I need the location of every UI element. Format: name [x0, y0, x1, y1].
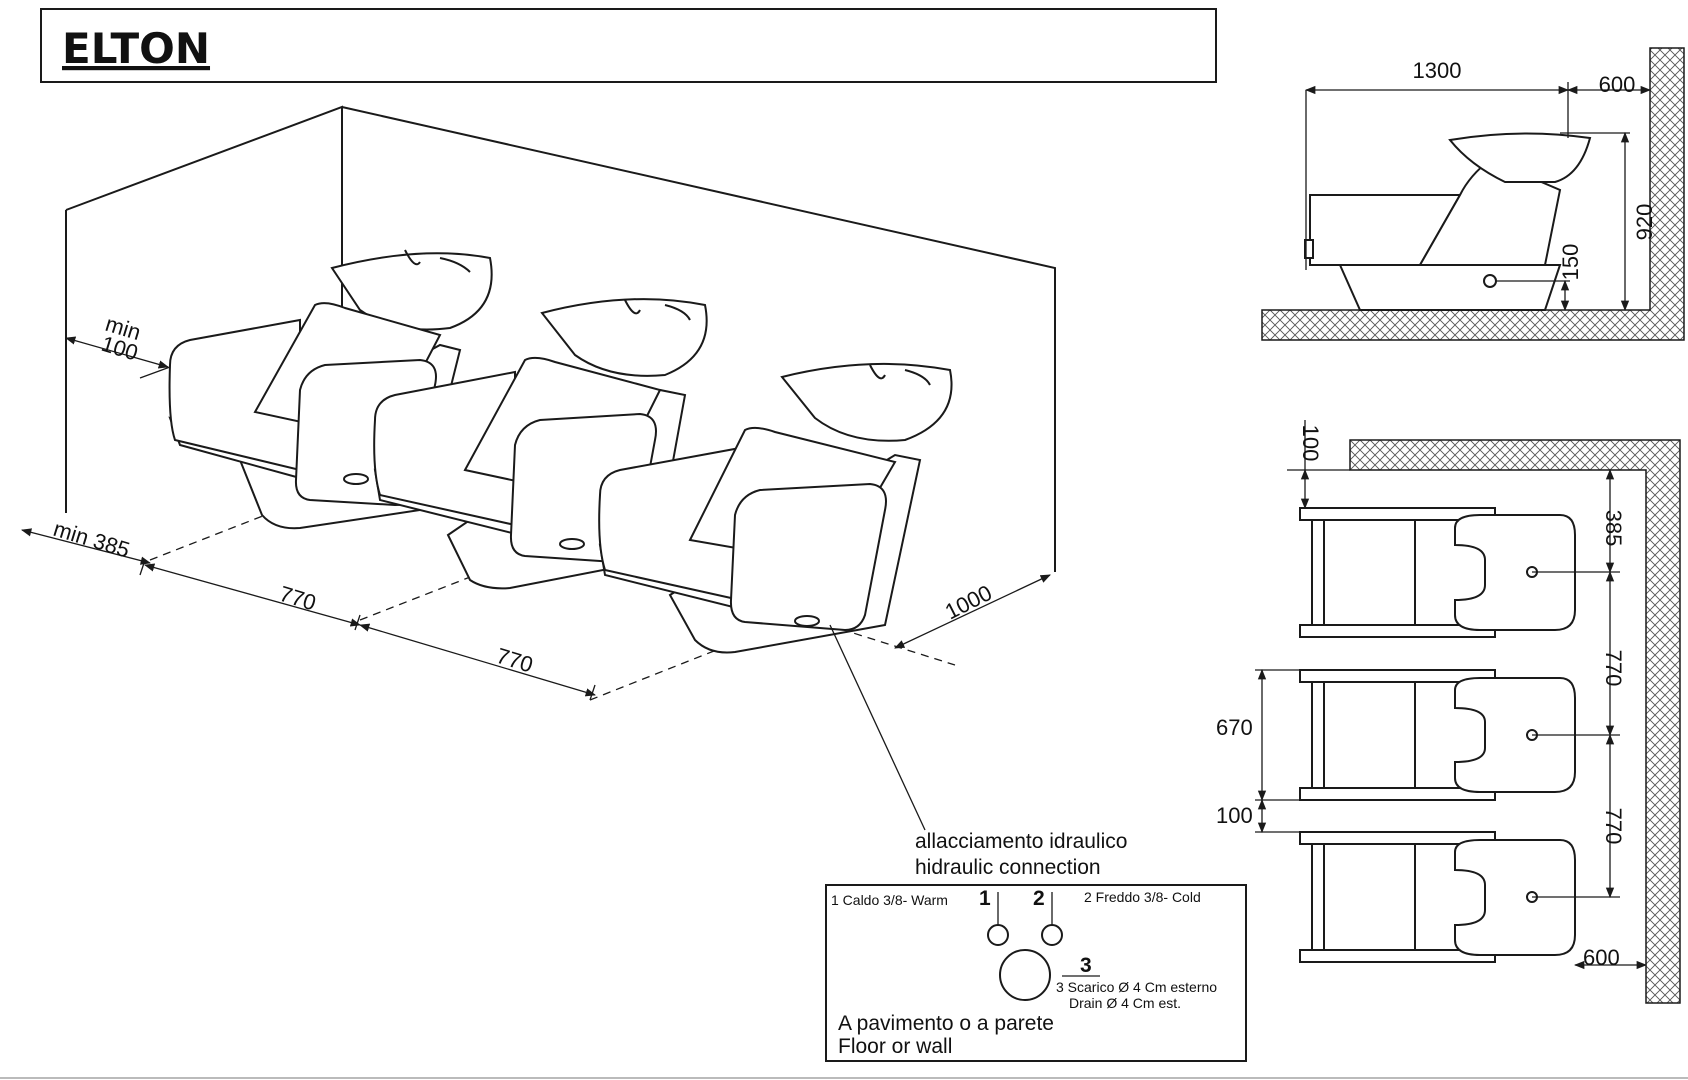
- plan-unit-3: [1299, 831, 1576, 963]
- dim-770-a: 770: [277, 581, 319, 616]
- dim-min-385: min 385: [51, 516, 133, 563]
- dim-1000: 1000: [941, 580, 996, 624]
- dim-770-b: 770: [494, 643, 536, 678]
- hydraulic-heading-it: allacciamento idraulico: [915, 830, 1127, 853]
- drain-label-it: 3 Scarico Ø 4 Cm esterno: [1056, 979, 1217, 995]
- pipe-number-1: 1: [979, 887, 991, 910]
- drain-pipe-icon: [999, 949, 1051, 1001]
- isometric-view: min 100 min 385 770 770 1000: [20, 105, 1056, 831]
- pipe-number-2: 2: [1033, 887, 1045, 910]
- drain-label-en: Drain Ø 4 Cm est.: [1069, 995, 1181, 1011]
- dim-920: 920: [1632, 204, 1657, 241]
- dim-670: 670: [1216, 715, 1253, 740]
- dim-600-top: 600: [1599, 72, 1636, 97]
- hot-pipe-icon: [987, 924, 1009, 946]
- dim-385: 385: [1601, 510, 1626, 547]
- floor-label-it: A pavimento o a parete: [838, 1012, 1054, 1035]
- hot-label: 1 Caldo 3/8- Warm: [831, 892, 948, 908]
- plan-view: 100 385 770 770 670 100 600: [1216, 420, 1681, 1004]
- cold-label: 2 Freddo 3/8- Cold: [1084, 889, 1201, 905]
- hydraulic-connection: allacciamento idraulico hidraulic connec…: [825, 830, 1247, 1062]
- plan-unit-1: [1299, 507, 1576, 638]
- hydraulic-heading-en: hidraulic connection: [915, 856, 1101, 879]
- pipe-number-3: 3: [1080, 954, 1092, 977]
- dim-100-top: 100: [1298, 425, 1323, 462]
- dim-600-bottom: 600: [1583, 945, 1620, 970]
- dim-770-b: 770: [1601, 808, 1626, 845]
- cold-pipe-icon: [1041, 924, 1063, 946]
- dim-100-mid: 100: [1216, 803, 1253, 828]
- wash-unit-3: [598, 362, 953, 654]
- side-view: 1300 600 920 150: [1261, 47, 1685, 341]
- title-box: ELTON: [40, 8, 1217, 83]
- dim-1300: 1300: [1413, 58, 1462, 83]
- dim-150: 150: [1558, 244, 1583, 281]
- floor-label-en: Floor or wall: [838, 1035, 952, 1058]
- dim-770-a: 770: [1601, 650, 1626, 687]
- plan-unit-2: [1299, 669, 1576, 801]
- title: ELTON: [62, 24, 210, 73]
